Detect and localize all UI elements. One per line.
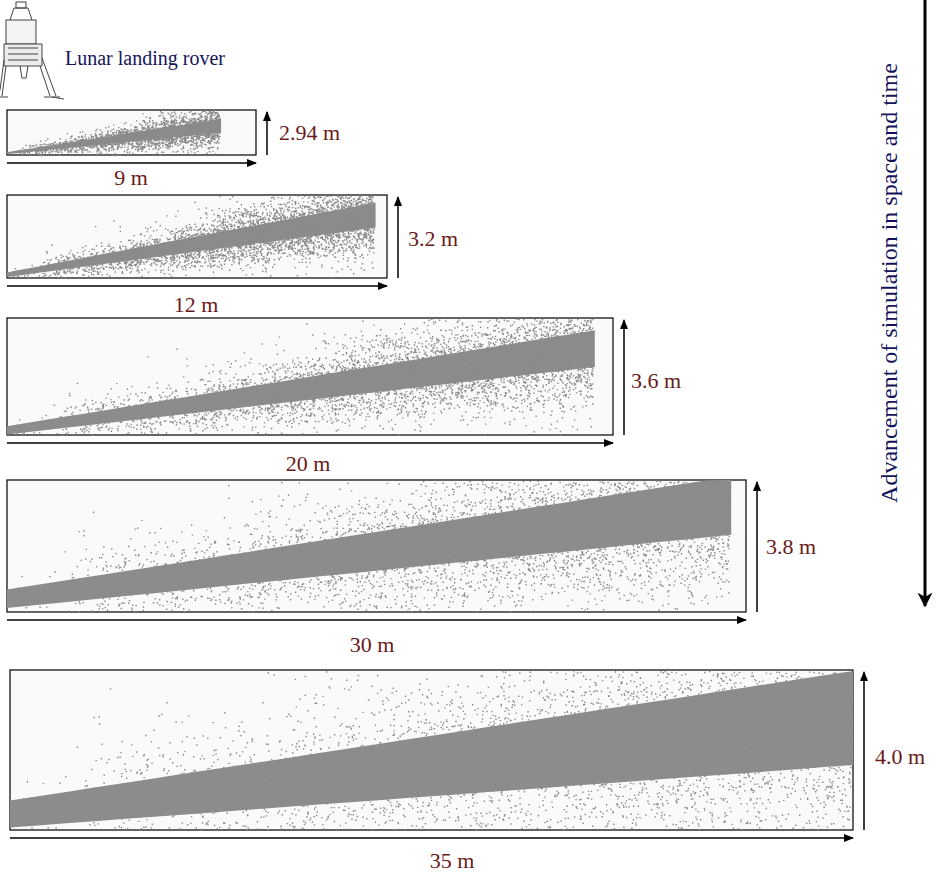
panel-frame: [7, 195, 387, 278]
width-arrow: [7, 162, 256, 164]
dimension-label: 3.8 m: [766, 535, 816, 559]
height-arrow: [623, 320, 625, 435]
dimension-label: 30 m: [350, 633, 395, 657]
width-arrow: [7, 619, 746, 621]
dimension-label: 4.0 m: [875, 745, 925, 769]
panel-frame: [7, 318, 613, 435]
particle-dots: [11, 195, 376, 279]
dimension-label: 9 m: [114, 166, 148, 190]
particle-dots: [11, 110, 221, 156]
height-arrow: [756, 482, 758, 612]
width-arrow: [10, 837, 853, 839]
height-arrow: [266, 112, 268, 155]
dimension-label: 12 m: [174, 293, 219, 317]
particle-dots: [17, 671, 853, 831]
particle-core: [7, 330, 595, 434]
dimension-label: 20 m: [286, 452, 331, 476]
width-arrow: [7, 285, 387, 287]
dimension-label: 2.94 m: [279, 121, 340, 145]
lander-icon: [0, 2, 64, 99]
height-arrow: [397, 197, 399, 278]
panel-frames: [7, 110, 864, 838]
particle-dots: [13, 481, 731, 613]
panel-frame: [7, 480, 746, 612]
particle-dots: [12, 319, 594, 436]
caption-label: Lunar landing rover: [65, 47, 225, 69]
dimension-label: 35 m: [430, 849, 475, 873]
dimension-label: 3.6 m: [631, 369, 681, 393]
height-arrow: [863, 672, 865, 830]
axis-label: Advancement of simulation in space and t…: [876, 63, 902, 503]
progress-arrow: [924, 0, 927, 606]
panel-frame: [10, 670, 853, 830]
dimension-label: 3.2 m: [408, 227, 458, 251]
width-arrow: [7, 442, 613, 444]
